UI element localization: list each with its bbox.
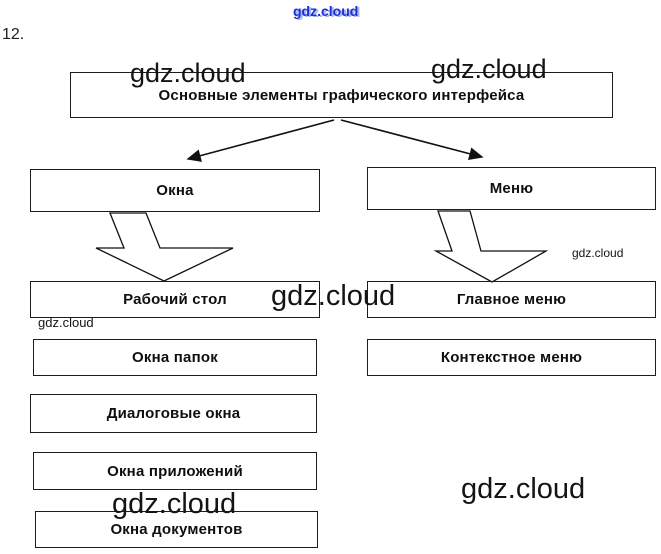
node-context-menu: Контекстное меню <box>367 339 656 376</box>
node-document-windows: Окна документов <box>35 511 318 548</box>
item-number: 12. <box>2 26 25 43</box>
block-arrow-menu <box>433 210 549 283</box>
block-arrow-windows <box>95 212 234 282</box>
watermark-middle-right-small: gdz.cloud <box>572 246 624 260</box>
node-desktop: Рабочий стол <box>30 281 320 318</box>
node-application-windows: Окна приложений <box>33 452 317 490</box>
watermark-top-blue: gdz.cloud <box>293 3 359 19</box>
node-dialog-windows: Диалоговые окна <box>30 394 317 433</box>
node-main-menu: Главное меню <box>367 281 656 318</box>
connector-arrow-right <box>340 119 484 160</box>
connector-arrow-left <box>186 119 335 162</box>
watermark-bottom-right: gdz.cloud <box>461 473 586 505</box>
node-menu: Меню <box>367 167 656 210</box>
node-folder-windows: Окна папок <box>33 339 317 376</box>
node-windows: Окна <box>30 169 320 212</box>
node-title: Основные элементы графического интерфейс… <box>70 72 613 118</box>
